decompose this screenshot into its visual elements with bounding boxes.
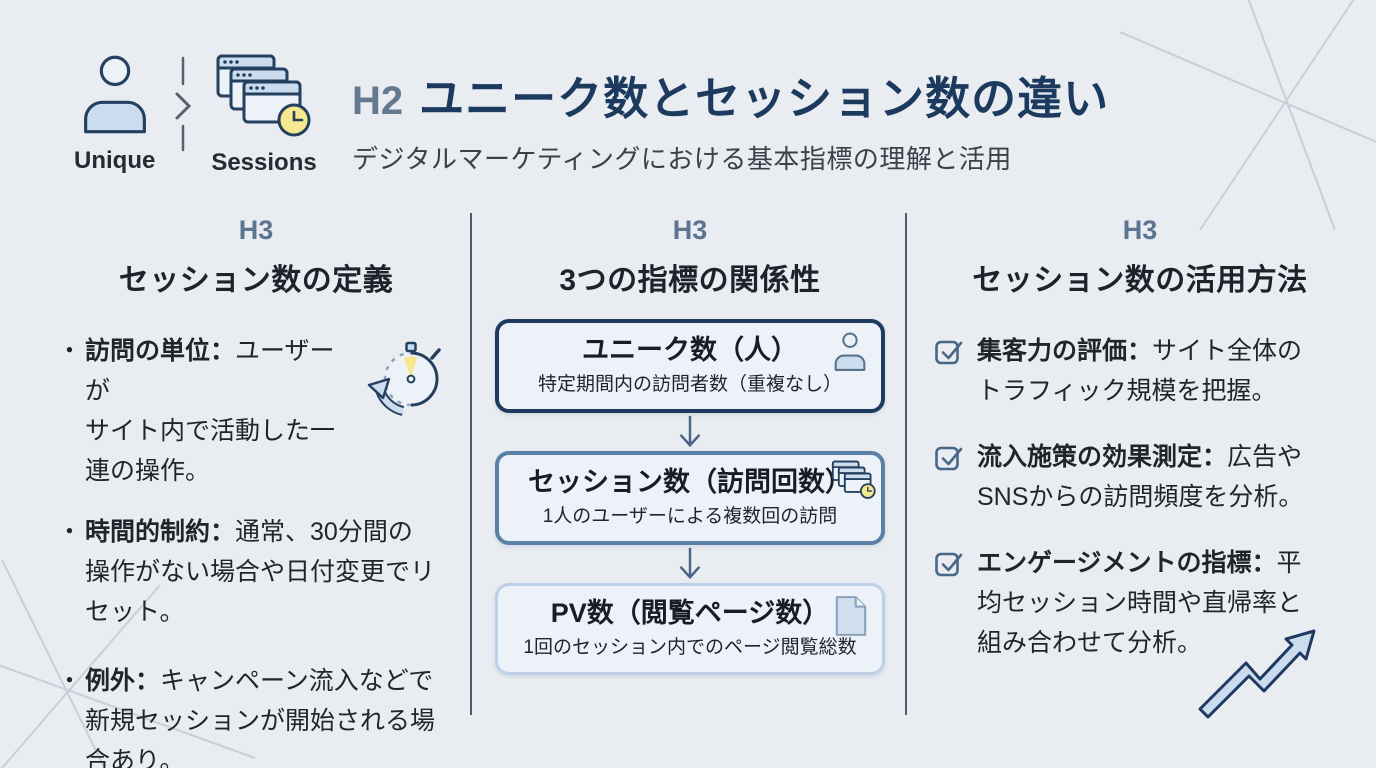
item-text: ユーザーが サイト内で活動した一 連の操作。 bbox=[85, 337, 336, 485]
person-icon bbox=[77, 52, 153, 143]
box-subtitle: 特定期間内の訪問者数（重複なし） bbox=[537, 374, 842, 395]
person-icon bbox=[831, 331, 869, 378]
item-text-block: エンゲージメントの指標：平 均セッション時間や直帰率と 組み合わせて分析。 bbox=[977, 543, 1302, 663]
definition-list: ・訪問の単位：ユーザーが サイト内で活動した一 連の操作。 ・時間的制約：通常、… bbox=[57, 331, 455, 768]
item-text: 広告や SNSからの訪問頻度を分析。 bbox=[977, 443, 1304, 511]
item-label: 訪問の単位： bbox=[85, 337, 236, 365]
item-text: 平 均セッション時間や直帰率と 組み合わせて分析。 bbox=[977, 549, 1303, 657]
left-column-session-definition: H3 セッション数の定義 ・訪問の単位：ユーザーが サイト内で活動した一 連の操… bbox=[57, 213, 455, 768]
item-label: 時間的制約： bbox=[85, 518, 236, 546]
session-count-box: セッション数（訪問回数） 1人のユーザーによる複数回の訪問 bbox=[495, 451, 885, 545]
right-h3-tag: H3 bbox=[1122, 215, 1158, 245]
item-label: 例外： bbox=[85, 667, 161, 695]
usage-list: 集客力の評価：サイト全体の トラフィック規模を把握。 流入施策の効果測定：広告や… bbox=[928, 331, 1352, 663]
item-text-block: 流入施策の効果測定：広告や SNSからの訪問頻度を分析。 bbox=[977, 437, 1303, 517]
sessions-label: Sessions bbox=[211, 149, 317, 176]
page-subtitle: デジタルマーケティングにおける基本指標の理解と活用 bbox=[352, 144, 1012, 174]
left-column-title: セッション数の定義 bbox=[118, 264, 394, 297]
column-divider-right bbox=[905, 213, 907, 715]
header-hero-icons: Unique bbox=[74, 52, 317, 177]
page-title: ユニーク数とセッション数の違い bbox=[419, 73, 1110, 124]
item-label: 流入施策の効果測定： bbox=[977, 443, 1228, 471]
stopwatch-icon bbox=[361, 329, 453, 426]
checkbox-checked-icon bbox=[934, 336, 964, 411]
metric-flow: ユニーク数（人） 特定期間内の訪問者数（重複なし） セッション数（訪問回数） bbox=[495, 319, 885, 675]
chevron-right-icon bbox=[169, 56, 197, 157]
pageview-count-box: PV数（閲覧ページ数） 1回のセッション内でのページ閲覧総数 bbox=[495, 583, 885, 675]
title-block: H2 ユニーク数とセッション数の違い デジタルマーケティングにおける基本指標の理… bbox=[352, 62, 1109, 176]
list-item: ・例外：キャンペーン流入などで 新規セッションが開始される場 合あり。 bbox=[57, 661, 455, 768]
box-title: ユニーク数（人） bbox=[582, 335, 798, 365]
left-h3-tag: H3 bbox=[238, 215, 274, 245]
trend-up-arrow-icon bbox=[1190, 613, 1330, 730]
item-text: サイト全体の トラフィック規模を把握。 bbox=[977, 337, 1303, 405]
item-text: キャンペーン流入などで 新規セッションが開始される場 合あり。 bbox=[85, 667, 436, 768]
list-item: 集客力の評価：サイト全体の トラフィック規模を把握。 bbox=[934, 331, 1352, 411]
middle-column-title: 3つの指標の関係性 bbox=[559, 264, 821, 297]
box-subtitle: 1人のユーザーによる複数回の訪問 bbox=[542, 506, 838, 527]
list-item: エンゲージメントの指標：平 均セッション時間や直帰率と 組み合わせて分析。 bbox=[934, 543, 1352, 663]
column-divider-left bbox=[470, 213, 472, 715]
unique-label: Unique bbox=[74, 147, 156, 174]
middle-column-metric-relationship: H3 3つの指標の関係性 ユニーク数（人） 特定期間内の訪問者数（重複なし） bbox=[495, 213, 885, 675]
checkbox-checked-icon bbox=[934, 442, 964, 517]
box-subtitle: 1回のセッション内でのページ閲覧総数 bbox=[523, 637, 857, 658]
down-arrow-icon bbox=[495, 545, 885, 583]
right-column-title: セッション数の活用方法 bbox=[972, 264, 1308, 297]
middle-h3-tag: H3 bbox=[672, 215, 708, 245]
browser-windows-clock-icon bbox=[214, 52, 314, 145]
item-text-block: 集客力の評価：サイト全体の トラフィック規模を把握。 bbox=[977, 331, 1302, 411]
list-item: ・時間的制約：通常、30分間の 操作がない場合や日付変更でリ セット。 bbox=[57, 518, 436, 626]
box-title: セッション数（訪問回数） bbox=[528, 467, 852, 497]
list-item: 流入施策の効果測定：広告や SNSからの訪問頻度を分析。 bbox=[934, 437, 1352, 517]
h2-tag: H2 bbox=[352, 79, 404, 123]
checkbox-checked-icon bbox=[934, 548, 964, 663]
document-icon bbox=[834, 595, 868, 642]
sessions-icon-block: Sessions bbox=[211, 52, 317, 177]
item-label: エンゲージメントの指標： bbox=[977, 549, 1277, 577]
unique-icon-block: Unique bbox=[74, 52, 155, 175]
right-column-session-usage: H3 セッション数の活用方法 集客力の評価：サイト全体の トラフィック規模を把握… bbox=[928, 213, 1352, 719]
browser-windows-clock-icon bbox=[831, 459, 877, 506]
list-item: ・訪問の単位：ユーザーが サイト内で活動した一 連の操作。 bbox=[57, 337, 336, 485]
item-label: 集客力の評価： bbox=[977, 337, 1153, 365]
box-title: PV数（閲覧ページ数） bbox=[550, 598, 830, 628]
down-arrow-icon bbox=[495, 413, 885, 451]
unique-count-box: ユニーク数（人） 特定期間内の訪問者数（重複なし） bbox=[495, 319, 885, 413]
item-text: 通常、30分間の 操作がない場合や日付変更でリ セット。 bbox=[85, 518, 436, 626]
